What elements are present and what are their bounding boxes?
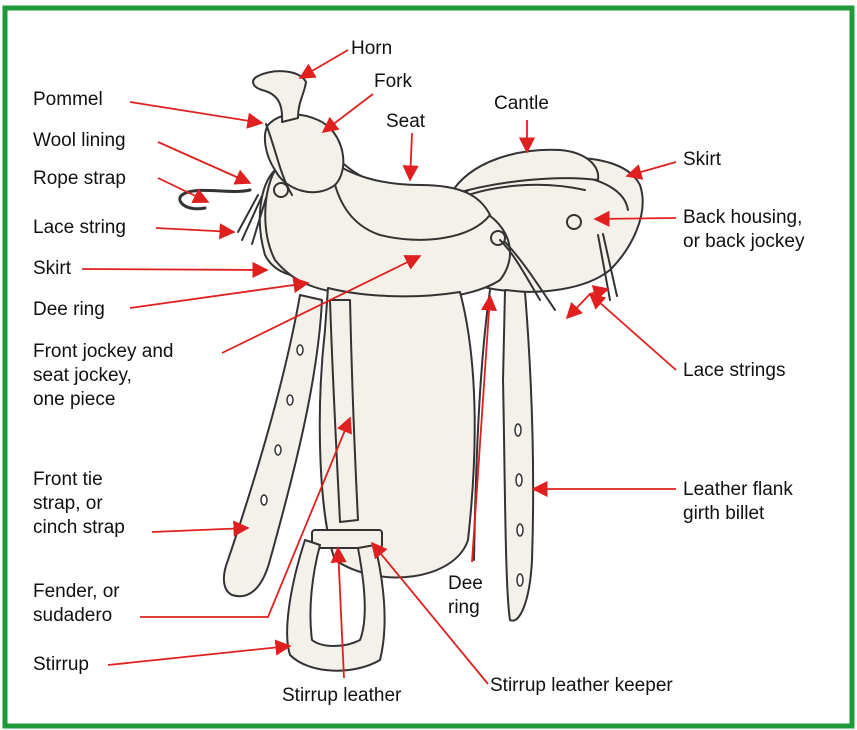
arrow-seat xyxy=(410,133,412,180)
arrow-dee-ring-left xyxy=(130,283,308,308)
arrow-lace-strings-2 xyxy=(590,289,608,294)
label-stirrup: Stirrup xyxy=(33,653,89,677)
label-cantle: Cantle xyxy=(494,92,549,116)
arrow-pommel xyxy=(130,102,262,123)
label-lace-strings: Lace strings xyxy=(683,359,785,383)
arrow-fork xyxy=(323,94,373,132)
label-dee-ring-bottom: Dee ring xyxy=(448,572,483,620)
arrow-lace-strings-1 xyxy=(590,294,676,370)
arrow-stirrup xyxy=(108,646,290,665)
label-fork: Fork xyxy=(374,70,412,94)
arrow-horn xyxy=(300,50,348,78)
label-skirt-right: Skirt xyxy=(683,148,721,172)
arrow-skirt-left xyxy=(82,269,267,270)
label-wool-lining: Wool lining xyxy=(33,129,126,153)
arrow-back-housing xyxy=(595,218,676,219)
label-pommel: Pommel xyxy=(33,88,103,112)
arrow-lace-strings-3 xyxy=(567,294,590,318)
label-rope-strap: Rope strap xyxy=(33,167,126,191)
horn-shape xyxy=(253,71,306,122)
label-seat: Seat xyxy=(386,110,425,134)
label-skirt-left: Skirt xyxy=(33,257,71,281)
label-stirrup-leather-keeper: Stirrup leather keeper xyxy=(490,674,673,698)
arrow-skirt-right xyxy=(627,162,676,176)
arrow-lace-string xyxy=(156,228,234,232)
arrow-front-tie-strap xyxy=(152,528,248,532)
label-back-housing: Back housing, or back jockey xyxy=(683,206,804,254)
label-front-jockey: Front jockey and seat jockey, one piece xyxy=(33,340,173,412)
label-front-tie-strap: Front tie strap, or cinch strap xyxy=(33,468,125,540)
label-leather-flank: Leather flank girth billet xyxy=(683,478,793,526)
label-lace-string: Lace string xyxy=(33,216,126,240)
label-fender: Fender, or sudadero xyxy=(33,580,120,628)
arrow-wool-lining xyxy=(158,142,250,183)
label-stirrup-leather: Stirrup leather xyxy=(282,684,401,708)
flank-billet-shape xyxy=(503,290,533,621)
label-horn: Horn xyxy=(351,37,392,61)
label-dee-ring-left: Dee ring xyxy=(33,298,105,322)
